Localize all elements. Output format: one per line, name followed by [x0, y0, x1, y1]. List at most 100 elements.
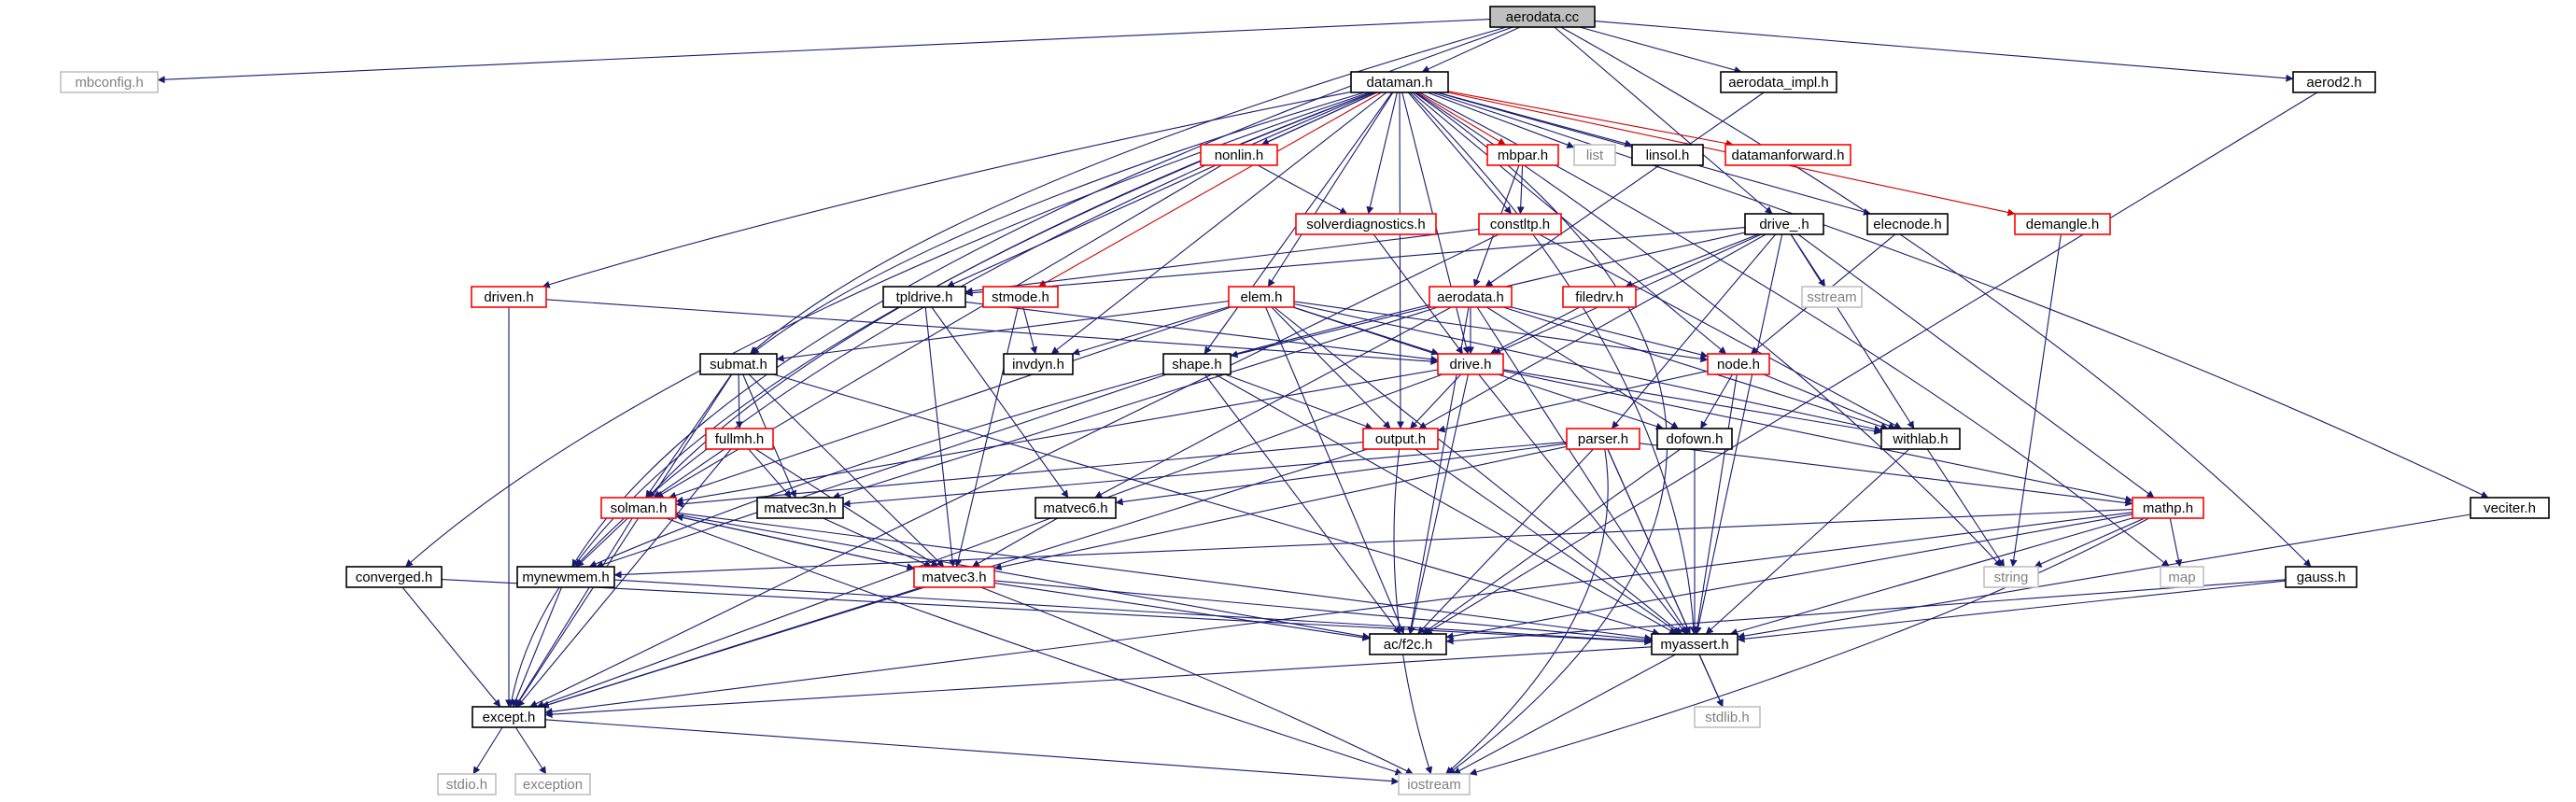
edge-drive-h-to-mathp-h — [1502, 370, 2133, 503]
node-box — [1437, 353, 1504, 375]
node-label: tpldrive.h — [896, 289, 953, 305]
node-aerodata-h[interactable]: aerodata.h — [1429, 286, 1513, 308]
node-iostream[interactable]: iostream — [1398, 773, 1471, 795]
node-aerod2-h[interactable]: aerod2.h — [2292, 71, 2376, 93]
node-box — [1478, 213, 1562, 235]
node-node-h[interactable]: node.h — [1707, 353, 1770, 375]
edge-converged-h-to-except-h — [401, 586, 501, 708]
edge-elem-h-to-ac-f2c-h — [1265, 306, 1405, 635]
node-parser-h[interactable]: parser.h — [1566, 428, 1640, 450]
node-box — [2292, 71, 2376, 93]
node-exception[interactable]: exception — [514, 773, 591, 795]
edge-mathp-h-to-map — [2169, 517, 2183, 568]
node-drive-h-[interactable]: drive_.h — [1744, 213, 1824, 235]
edge-demangle-h-to-string — [2009, 233, 2062, 568]
edge-nonlin-h-to-solman-h — [655, 164, 1222, 499]
node-dataman-h[interactable]: dataman.h — [1350, 71, 1449, 93]
edge-mynewmem-h-to-myassert-h — [613, 579, 1653, 645]
edge-veciter-h-to-myassert-h — [1737, 514, 2471, 640]
node-solman-h[interactable]: solman.h — [600, 497, 677, 519]
node-drive-h[interactable]: drive.h — [1437, 353, 1504, 375]
node-box — [1295, 213, 1437, 235]
node-matvec3n-h[interactable]: matvec3n.h — [756, 497, 844, 519]
edge-dataman-h-to-except-h — [508, 91, 1373, 708]
node-label: iostream — [1407, 777, 1461, 793]
node-mathp-h[interactable]: mathp.h — [2132, 497, 2204, 519]
node-map[interactable]: map — [2160, 566, 2204, 588]
node-shape-h[interactable]: shape.h — [1162, 353, 1232, 375]
edge-fullmh-h-to-except-h — [516, 448, 732, 708]
edge-dataman-h-to-converged-h — [405, 91, 1370, 568]
edge-stmode-h-to-invdyn-h — [1022, 306, 1038, 355]
node-converged-h[interactable]: converged.h — [345, 566, 443, 588]
node-linsol-h[interactable]: linsol.h — [1631, 144, 1704, 166]
node-aerodata-cc[interactable]: aerodata.cc — [1489, 6, 1596, 28]
node-nonlin-h[interactable]: nonlin.h — [1200, 144, 1278, 166]
node-submat-h[interactable]: submat.h — [699, 353, 778, 375]
node-label: matvec3n.h — [764, 500, 837, 516]
node-datamanforward-h[interactable]: datamanforward.h — [1724, 144, 1851, 166]
node-box — [1398, 773, 1471, 795]
node-except-h[interactable]: except.h — [472, 706, 546, 728]
edge-elem-h-to-submat-h — [776, 300, 1230, 362]
edge-drive-h-to-solman-h — [675, 369, 1439, 504]
node-stdlib-h[interactable]: stdlib.h — [1694, 706, 1761, 728]
node-box — [2470, 497, 2550, 519]
node-box — [1489, 6, 1596, 28]
node-box — [756, 497, 844, 519]
node-dofown-h[interactable]: dofown.h — [1656, 428, 1733, 450]
node-fullmh-h[interactable]: fullmh.h — [705, 428, 774, 450]
node-solverdiagnostics-h[interactable]: solverdiagnostics.h — [1295, 213, 1437, 235]
node-label: mbpar.h — [1498, 148, 1548, 163]
edge-aerodata-h-to-ac-f2c-h — [1407, 306, 1470, 635]
node-box — [1350, 71, 1449, 93]
edge-driven-h-to-drive-h — [545, 299, 1439, 366]
edge-parser-h-to-matvec6-h — [1115, 443, 1568, 506]
node-myassert-h[interactable]: myassert.h — [1651, 633, 1738, 655]
node-tpldrive-h[interactable]: tpldrive.h — [882, 286, 966, 308]
node-filedrv-h[interactable]: filedrv.h — [1562, 286, 1637, 308]
node-elem-h[interactable]: elem.h — [1228, 286, 1295, 308]
node-stmode-h[interactable]: stmode.h — [982, 286, 1059, 308]
edge-parser-h-to-mathp-h — [1639, 443, 2133, 507]
node-box — [882, 286, 966, 308]
node-sstream[interactable]: sstream — [1801, 286, 1863, 308]
node-matvec6-h[interactable]: matvec6.h — [1035, 497, 1117, 519]
node-box — [514, 773, 591, 795]
node-constltp-h[interactable]: constltp.h — [1478, 213, 1562, 235]
node-label: submat.h — [710, 357, 767, 373]
node-gauss-h[interactable]: gauss.h — [2285, 566, 2358, 588]
node-label: drive.h — [1449, 357, 1491, 373]
node-label: list — [1586, 148, 1604, 163]
node-box — [1656, 428, 1733, 450]
node-driven-h[interactable]: driven.h — [471, 286, 547, 308]
node-string[interactable]: string — [1983, 566, 2039, 588]
node-matvec3-h[interactable]: matvec3.h — [913, 566, 995, 588]
node-mbconfig-h[interactable]: mbconfig.h — [60, 71, 159, 93]
node-output-h[interactable]: output.h — [1362, 428, 1439, 450]
edge-elem-h-to-output-h — [1271, 306, 1391, 429]
node-mynewmem-h[interactable]: mynewmem.h — [516, 566, 615, 588]
node-label: aerod2.h — [2306, 75, 2361, 91]
edge-constltp-h-to-withlab-h — [1539, 233, 1902, 429]
node-mbpar-h[interactable]: mbpar.h — [1486, 144, 1559, 166]
node-label: matvec6.h — [1043, 500, 1107, 516]
node-ac-f2c-h[interactable]: ac/f2c.h — [1369, 633, 1447, 655]
edge-layer — [157, 19, 2489, 785]
edge-fullmh-h-to-solman-h — [653, 448, 725, 499]
edge-solverdiagnostics-h-to-drive-h — [1372, 233, 1464, 355]
edge-aerodata-h-to-myassert-h — [1476, 306, 1689, 635]
edge-solman-h-to-mynewmem-h — [576, 517, 628, 568]
edge-gauss-h-to-myassert-h — [1737, 580, 2287, 643]
node-box — [2014, 213, 2111, 235]
node-veciter-h[interactable]: veciter.h — [2470, 497, 2550, 519]
node-demangle-h[interactable]: demangle.h — [2014, 213, 2111, 235]
node-stdio-h[interactable]: stdio.h — [437, 773, 497, 795]
node-invdyn-h[interactable]: invdyn.h — [1003, 353, 1074, 375]
node-elecnode-h[interactable]: elecnode.h — [1866, 213, 1949, 235]
edge-except-h-to-exception — [514, 726, 547, 775]
node-withlab-h[interactable]: withlab.h — [1880, 428, 1961, 450]
edge-myassert-h-to-stdlib-h — [1698, 654, 1724, 708]
node-list[interactable]: list — [1573, 144, 1616, 166]
node-aerodata-impl-h[interactable]: aerodata_impl.h — [1720, 71, 1837, 93]
